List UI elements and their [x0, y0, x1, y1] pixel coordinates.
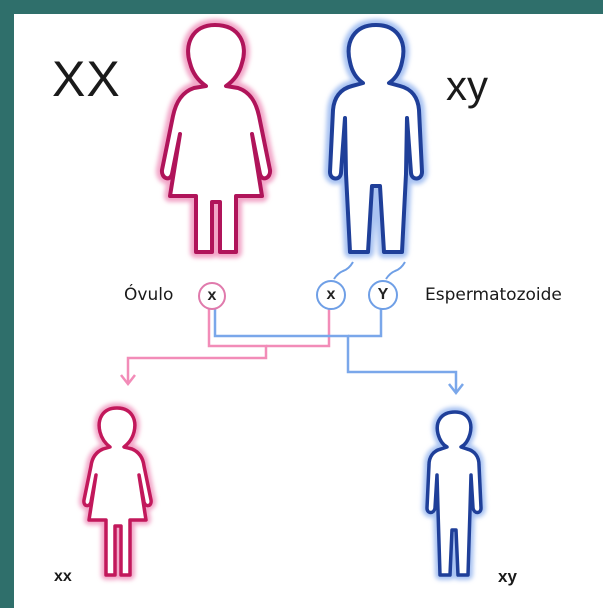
- sperm-x-chromosome-circle: x: [316, 280, 346, 310]
- sperm-y-chromosome-circle: Y: [368, 280, 398, 310]
- father-chromosome-label: xy: [446, 62, 488, 109]
- son-figure-icon: [422, 407, 486, 580]
- daughter-figure-icon: [78, 403, 157, 580]
- daughter-chromosome-label: xx: [54, 568, 72, 585]
- sperm-label: Espermatozoide: [425, 285, 562, 305]
- egg-chromosome-circle: x: [198, 282, 226, 310]
- daughter-cross-lines: [120, 308, 331, 387]
- son-chromosome-label: xy: [498, 567, 517, 586]
- mother-chromosome-label: XX: [52, 51, 121, 107]
- egg-label: Óvulo: [124, 285, 174, 305]
- mother-figure-icon: [155, 19, 277, 258]
- father-figure-icon: [324, 19, 428, 258]
- sperm-tail-2: [385, 261, 406, 280]
- son-cross-lines: [213, 308, 464, 396]
- sperm-tail-1: [333, 261, 354, 280]
